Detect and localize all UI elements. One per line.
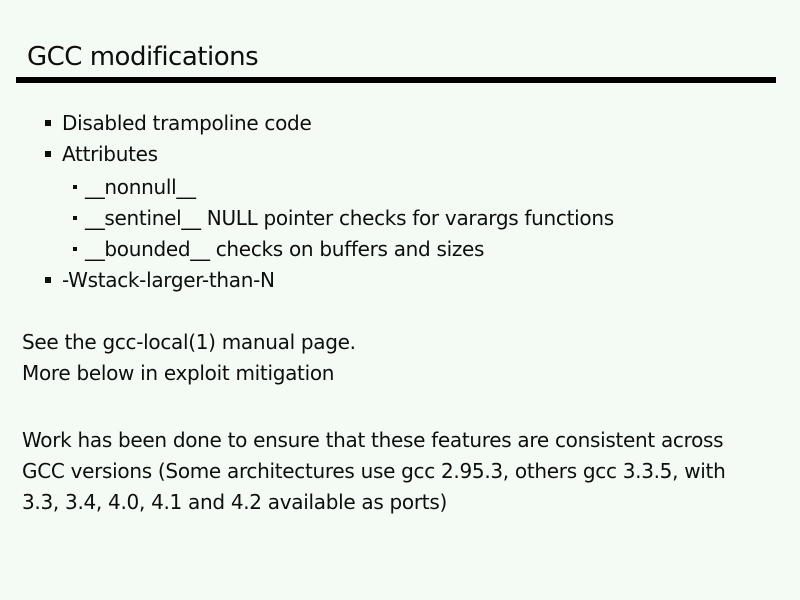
slide-title: GCC modifications xyxy=(27,42,259,72)
paragraph-block: Work has been done to ensure that these … xyxy=(22,425,726,518)
bullet-label: Disabled trampoline code xyxy=(62,111,312,135)
paragraph-line-3: 3.3, 3.4, 4.0, 4.1 and 4.2 available as … xyxy=(22,490,447,514)
dot-bullet-icon xyxy=(73,185,77,189)
title-underline-rule xyxy=(16,77,776,83)
note-line-exploit-mitigation: More below in exploit mitigation xyxy=(22,361,335,385)
sub-bullet-label: __nonnull__ xyxy=(85,175,196,199)
bullet-item-wstack: -Wstack-larger-than-N xyxy=(45,265,275,295)
bullet-item-attributes: Attributes xyxy=(45,139,158,169)
note-line-manual-page: See the gcc-local(1) manual page. xyxy=(22,330,356,354)
sub-bullet-label: __sentinel__ NULL pointer checks for var… xyxy=(85,206,614,230)
sub-bullet-item-nonnull: __nonnull__ xyxy=(73,172,196,202)
bullet-label: -Wstack-larger-than-N xyxy=(62,268,275,292)
sub-bullet-item-sentinel: __sentinel__ NULL pointer checks for var… xyxy=(73,203,614,233)
square-bullet-icon xyxy=(45,120,51,126)
dot-bullet-icon xyxy=(73,247,77,251)
paragraph-line-2: GCC versions (Some architectures use gcc… xyxy=(22,459,726,483)
dot-bullet-icon xyxy=(73,216,77,220)
bullet-item-trampoline: Disabled trampoline code xyxy=(45,108,312,138)
paragraph-line-1: Work has been done to ensure that these … xyxy=(22,428,724,452)
bullet-label: Attributes xyxy=(62,142,158,166)
note-block: See the gcc-local(1) manual page. More b… xyxy=(22,327,356,389)
sub-bullet-item-bounded: __bounded__ checks on buffers and sizes xyxy=(73,234,484,264)
sub-bullet-label: __bounded__ checks on buffers and sizes xyxy=(85,237,485,261)
square-bullet-icon xyxy=(45,277,51,283)
square-bullet-icon xyxy=(45,151,51,157)
